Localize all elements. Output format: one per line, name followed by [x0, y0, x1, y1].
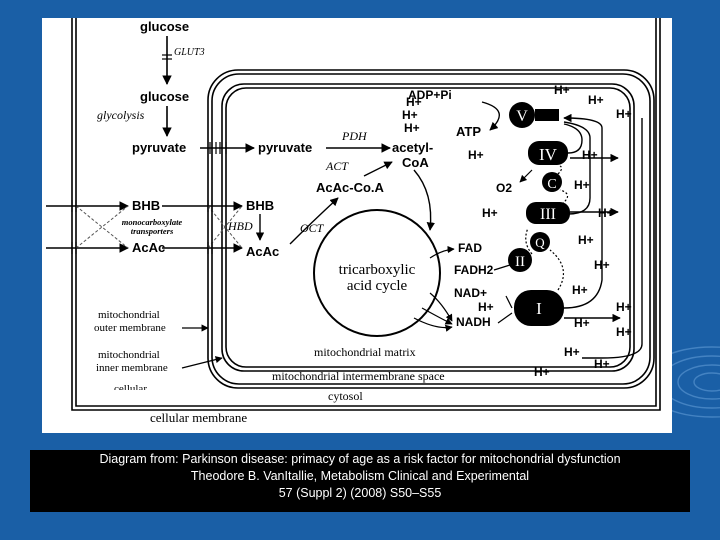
h-plus: H+ — [564, 345, 580, 359]
h-plus: H+ — [594, 258, 610, 272]
pathway-figure: tricarboxylic acid cycle glucose GLUT3 g… — [42, 18, 672, 433]
h-plus: H+ — [594, 357, 610, 371]
tca-to-cofactor-arrows — [413, 245, 455, 332]
outer-membrane-label-line1: mitochondrial — [98, 309, 160, 321]
mitochondrial-inner-membrane — [221, 83, 635, 372]
cofactor-to-complex-arrows — [493, 264, 513, 324]
acac-outside-label: AcAc — [132, 240, 165, 255]
complex-iii-label: III — [540, 206, 556, 223]
intermembrane-space-label: mitochondrial intermembrane space — [272, 369, 445, 383]
h-plus: H+ — [534, 365, 550, 379]
proton-labels: H+ H+ H+ H+ H+ H+ H+ H+ H+ H+ H+ H+ H+ H… — [402, 83, 632, 379]
glucose-outside-label: glucose — [140, 19, 189, 34]
h-plus: H+ — [402, 108, 418, 122]
tca-cycle-circle — [313, 209, 441, 337]
pdh-label: PDH — [341, 129, 368, 143]
h-plus: H+ — [406, 95, 422, 109]
h-plus: H+ — [404, 121, 420, 135]
mitochondrial-matrix-label: mitochondrial matrix — [314, 345, 416, 359]
act-reaction-arrow — [363, 161, 393, 177]
cytosol-label: cytosol — [328, 389, 363, 403]
pyruvate-matrix-label: pyruvate — [258, 140, 312, 155]
complex-iv — [528, 141, 568, 165]
h-plus: H+ — [574, 316, 590, 330]
fad-label: FAD — [458, 241, 482, 255]
mct-label-line2: transporters — [131, 226, 174, 236]
complex-v-stalk — [535, 109, 559, 121]
electron-flow-dotted-arrows — [525, 165, 569, 291]
inner-membrane-label-line2: inner membrane — [96, 362, 168, 374]
oct-reaction-arrow — [289, 197, 339, 245]
cytochrome-c — [542, 172, 562, 192]
acetylcoa-to-tca-arrow — [413, 169, 435, 231]
h-plus: H+ — [482, 206, 498, 220]
coa-label: CoA — [402, 155, 429, 170]
atp-synthesis-arrow — [481, 101, 500, 131]
cytochrome-c-label: C — [547, 177, 556, 192]
bhb-inside-label: BHB — [246, 198, 274, 213]
adp-pi-label: ADP+Pi — [408, 88, 452, 102]
h-plus: H+ — [616, 107, 632, 121]
bhb-outside-label: BHB — [132, 198, 160, 213]
h-plus: H+ — [574, 178, 590, 192]
membrane-crossing-marks — [71, 54, 227, 254]
inner-membrane-label-line1: mitochondrial — [98, 349, 160, 361]
inner-membrane-pointer — [181, 356, 223, 369]
complex-ii-label: II — [515, 254, 525, 270]
monocarboxylate-transporter-arrows — [46, 201, 243, 253]
h-plus: H+ — [468, 148, 484, 162]
complex-v — [509, 102, 535, 128]
h-plus: H+ — [578, 233, 594, 247]
coenzyme-q — [530, 232, 550, 252]
glucose-inside-label: glucose — [140, 89, 189, 104]
mitochondrial-outer-membrane — [207, 69, 655, 389]
outer-membrane-label-line2: outer membrane — [94, 322, 166, 334]
nadh-label: NADH — [456, 315, 491, 329]
mitochondria-pathway-diagram: tricarboxylic acid cycle glucose GLUT3 g… — [46, 18, 661, 425]
complex-i — [514, 290, 564, 326]
act-label: ACT — [325, 159, 349, 173]
fadh2-label: FADH2 — [454, 263, 494, 277]
pyruvate-cytosol-label: pyruvate — [132, 140, 186, 155]
complex-iii — [526, 202, 570, 224]
o2-arrow — [519, 169, 533, 183]
h-plus: H+ — [554, 83, 570, 97]
tca-label-line2: acid cycle — [347, 278, 408, 294]
cellular-membrane-label: cellular membrane — [150, 410, 247, 425]
tca-label-line1: tricarboxylic — [339, 262, 416, 278]
h-plus: H+ — [588, 93, 604, 107]
h-plus: H+ — [616, 325, 632, 339]
acac-inside-label: AcAc — [246, 244, 279, 259]
caption-line-citation: 57 (Suppl 2) (2008) S50–S55 — [278, 486, 442, 500]
oct-label: OCT — [300, 221, 325, 235]
hbd-label: HBD — [227, 219, 253, 233]
coenzyme-q-label: Q — [535, 235, 545, 250]
h-plus: H+ — [582, 148, 598, 162]
cellular-label-mask — [108, 390, 168, 398]
h-plus: H+ — [572, 283, 588, 297]
complex-ii — [508, 248, 532, 272]
o2-label: O2 — [496, 181, 512, 195]
acac-coa-label: AcAc-Co.A — [316, 180, 385, 195]
h-plus: H+ — [616, 300, 632, 314]
complex-i-label: I — [536, 299, 542, 318]
mct-label-line1: monocarboxylate — [122, 217, 183, 227]
caption-line-source: Diagram from: Parkinson disease: primacy… — [99, 452, 621, 466]
complex-iv-label: IV — [539, 145, 558, 164]
glut3-label: GLUT3 — [174, 47, 205, 58]
acetyl-label: acetyl- — [392, 140, 433, 155]
h-plus-nadh: H+ — [478, 300, 494, 314]
caption-line-author: Theodore B. VanItallie, Metabolism Clini… — [190, 469, 530, 483]
figure-caption: Diagram from: Parkinson disease: primacy… — [30, 450, 690, 512]
atp-label: ATP — [456, 124, 481, 139]
transporter-crossing-lines — [75, 205, 243, 249]
h-plus: H+ — [598, 206, 614, 220]
glycolysis-label: glycolysis — [97, 108, 145, 122]
proton-pump-arrows — [563, 113, 643, 359]
nad-label: NAD+ — [454, 286, 487, 300]
complex-v-label: V — [516, 108, 528, 125]
